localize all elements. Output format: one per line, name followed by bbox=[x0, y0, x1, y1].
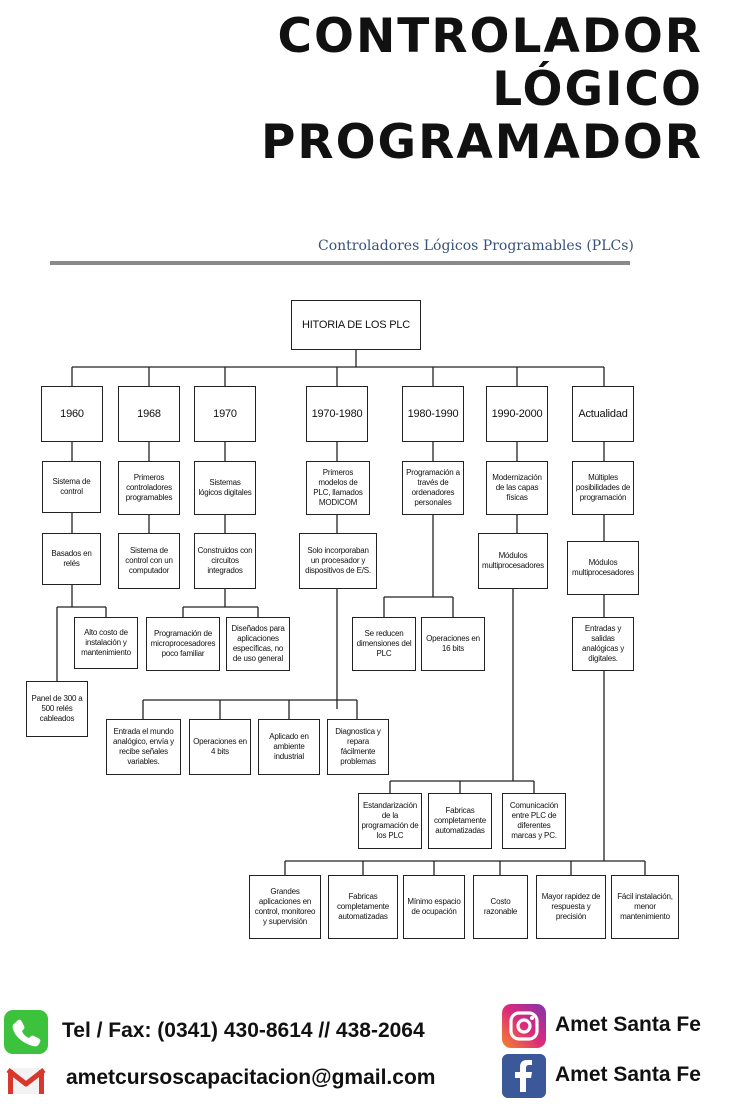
phone-icon[interactable] bbox=[4, 1010, 48, 1054]
node-7080-4bits: Operaciones en 4 bits bbox=[189, 719, 251, 775]
node-9000-capas: Modernización de las capas físicas bbox=[486, 461, 548, 515]
facebook-handle[interactable]: Amet Santa Fe bbox=[555, 1063, 701, 1086]
node-8090-dimensiones: Se reducen dimensiones del PLC bbox=[352, 617, 416, 671]
subtitle-divider bbox=[50, 261, 630, 265]
node-act-instalacion: Fácil instalación, menor mantenimiento bbox=[611, 875, 679, 939]
node-1970-programacion: Programación de microprocesadores poco f… bbox=[146, 617, 220, 671]
node-1970-sistemas: Sistemas lógicos digitales bbox=[194, 461, 256, 515]
node-1960-panel: Panel de 300 a 500 relés cableados bbox=[26, 681, 88, 737]
node-1960-costo: Alto costo de instalación y mantenimient… bbox=[74, 617, 138, 669]
instagram-icon[interactable] bbox=[502, 1004, 546, 1048]
node-1970-disenados: Diseñados para aplicaciones específicas,… bbox=[226, 617, 290, 671]
node-act-espacio: Mínimo espacio de ocupación bbox=[403, 875, 465, 939]
title-line-2: LÓGICO bbox=[492, 62, 703, 117]
connector-lines bbox=[56, 350, 646, 875]
node-7080-modicom: Primeros modelos de PLC, llamados MODICO… bbox=[306, 461, 370, 515]
node-year-actualidad: Actualidad bbox=[572, 386, 634, 442]
node-1970-circuitos: Construidos con circuitos integrados bbox=[194, 533, 256, 589]
gmail-icon[interactable] bbox=[4, 1058, 48, 1102]
node-7080-diagnostica: Diagnostica y repara fácilmente problema… bbox=[327, 719, 389, 775]
email-text[interactable]: ametcursoscapacitacion@gmail.com bbox=[66, 1066, 436, 1089]
title-line-1: CONTROLADOR bbox=[277, 9, 703, 64]
page-title: CONTROLADOR LÓGICO PROGRAMADOR bbox=[261, 10, 703, 169]
node-9000-fabricas: Fabricas completamente automatizadas bbox=[428, 793, 492, 849]
node-8090-16bits: Operaciones en 16 bits bbox=[421, 617, 485, 671]
node-act-rapidez: Mayor rapidez de respuesta y precisión bbox=[536, 875, 606, 939]
node-7080-industrial: Aplicado en ambiente industrial bbox=[258, 719, 320, 775]
node-year-1990-2000: 1990-2000 bbox=[486, 386, 548, 442]
node-9000-multiprocesadores: Módulos multiprocesadores bbox=[478, 533, 548, 589]
node-1960-control: Sistema de control bbox=[42, 461, 101, 513]
node-7080-analogico: Entrada el mundo analógico, envía y reci… bbox=[106, 719, 181, 775]
phone-fax-text: Tel / Fax: (0341) 430-8614 // 438-2064 bbox=[62, 1019, 425, 1042]
node-act-multiples: Múltiples posibilidades de programación bbox=[572, 461, 634, 515]
node-year-1970-1980: 1970-1980 bbox=[306, 386, 368, 442]
node-year-1980-1990: 1980-1990 bbox=[402, 386, 464, 442]
facebook-icon[interactable] bbox=[502, 1054, 546, 1098]
node-8090-ordenadores: Programación a través de ordenadores per… bbox=[402, 461, 464, 515]
node-act-multiprocesadores: Módulos multiprocesadores bbox=[567, 541, 639, 595]
node-9000-estandarizacion: Estandarización de la programación de lo… bbox=[358, 793, 422, 849]
node-7080-procesador: Solo incorporaban un procesador y dispos… bbox=[299, 533, 377, 589]
title-line-3: PROGRAMADOR bbox=[260, 115, 703, 170]
node-act-fabricas: Fabricas completamente automatizadas bbox=[328, 875, 398, 939]
node-year-1968: 1968 bbox=[118, 386, 180, 442]
node-9000-comunicacion: Comunicación entre PLC de diferentes mar… bbox=[502, 793, 566, 849]
instagram-handle[interactable]: Amet Santa Fe bbox=[555, 1013, 701, 1036]
node-year-1960: 1960 bbox=[41, 386, 103, 442]
node-year-1970: 1970 bbox=[194, 386, 256, 442]
node-act-grandes: Grandes aplicaciones en control, monitor… bbox=[249, 875, 321, 939]
node-1968-computador: Sistema de control con un computador bbox=[118, 533, 180, 589]
node-act-entradas: Entradas y salidas analógicas y digitale… bbox=[572, 617, 634, 671]
node-1968-primeros: Primeros controladores programables bbox=[118, 461, 180, 515]
diagram-subtitle: Controladores Lógicos Programables (PLCs… bbox=[318, 238, 634, 254]
node-root: HITORIA DE LOS PLC bbox=[291, 300, 421, 350]
contact-footer: Tel / Fax: (0341) 430-8614 // 438-2064 a… bbox=[0, 1000, 735, 1102]
node-1960-reles: Basados en relés bbox=[42, 533, 101, 585]
node-act-costo: Costo razonable bbox=[473, 875, 528, 939]
